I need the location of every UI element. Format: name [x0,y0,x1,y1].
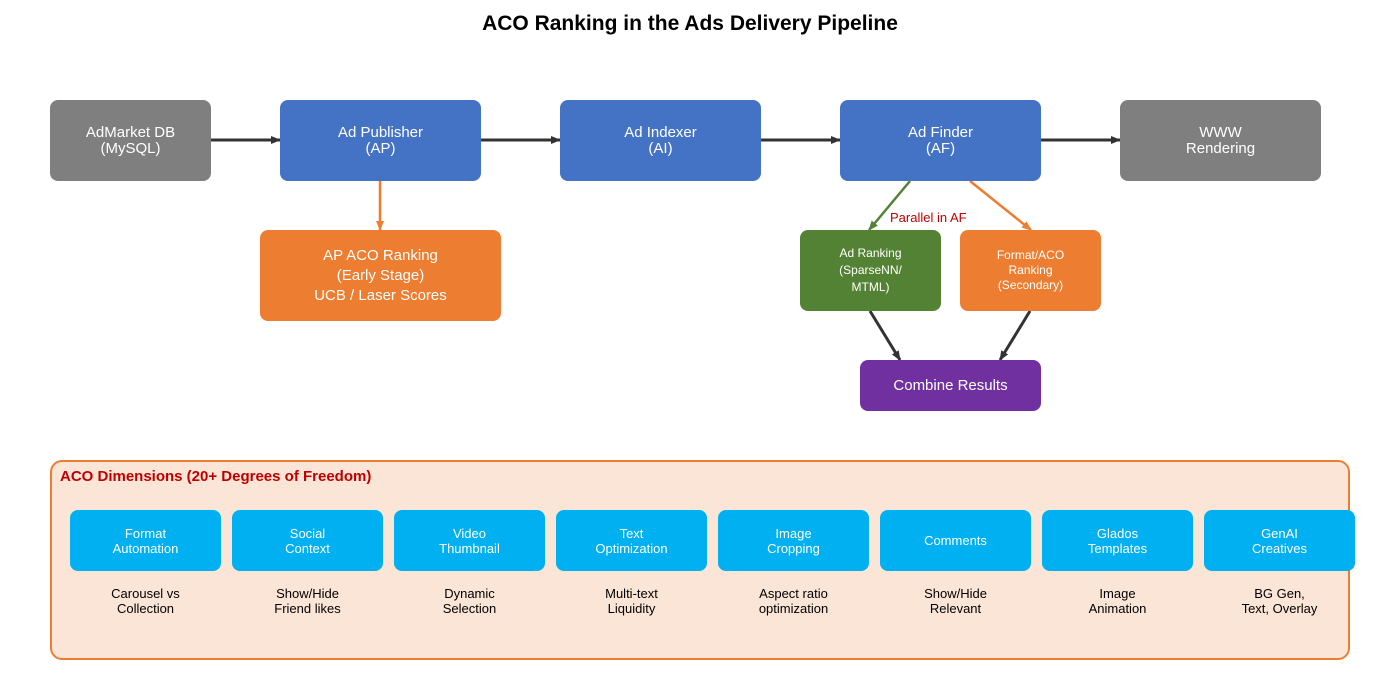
node-ad-publisher[interactable]: Ad Publisher (AP) [280,100,481,181]
dimension-desc-video-thumbnail: Dynamic Selection [442,586,497,616]
dimension-tile-glados-templates[interactable]: Glados Templates [1042,510,1193,571]
edge-adranking-to-combine [868,310,902,361]
dimension-tile-text-optimization[interactable]: Text Optimization [556,510,707,571]
node-ad-ranking[interactable]: Ad Ranking (SparseNN/ MTML) [800,230,941,311]
dimension-desc-text-optimization: Multi-text Liquidity [605,586,658,616]
aco-dimensions-title: ACO Dimensions (20+ Degrees of Freedom) [60,468,372,485]
dimension-tile-genai-creatives[interactable]: GenAI Creatives [1204,510,1355,571]
dimension-desc-image-cropping: Aspect ratio optimization [758,586,829,616]
dimension-tile-social-context[interactable]: Social Context [232,510,383,571]
node-www-rendering[interactable]: WWW Rendering [1120,100,1321,181]
dimension-tile-format-automation[interactable]: Format Automation [70,510,221,571]
dimension-tile-comments[interactable]: Comments [880,510,1031,571]
edge-formataco-to-combine [998,310,1032,361]
dimension-desc-genai-creatives: BG Gen, Text, Overlay [1241,586,1318,616]
edge-af-to-formataco [969,180,1032,231]
node-format-aco-ranking[interactable]: Format/ACO Ranking (Secondary) [960,230,1101,311]
dimension-tile-image-cropping[interactable]: Image Cropping [718,510,869,571]
dimension-desc-glados-templates: Image Animation [1088,586,1147,616]
diagram-title: ACO Ranking in the Ads Delivery Pipeline [482,12,898,35]
node-combine-results[interactable]: Combine Results [860,360,1041,411]
dimension-desc-comments: Show/Hide Relevant [924,586,987,616]
node-ad-indexer[interactable]: Ad Indexer (AI) [560,100,761,181]
node-ad-finder[interactable]: Ad Finder (AF) [840,100,1041,181]
dimension-desc-social-context: Show/Hide Friend likes [274,586,341,616]
node-admarket-db[interactable]: AdMarket DB (MySQL) [50,100,211,181]
parallel-in-af-label: Parallel in AF [890,210,967,225]
dimension-tile-video-thumbnail[interactable]: Video Thumbnail [394,510,545,571]
dimension-desc-format-automation: Carousel vs Collection [111,586,180,616]
node-ap-aco-ranking[interactable]: AP ACO Ranking (Early Stage) UCB / Laser… [260,230,501,321]
